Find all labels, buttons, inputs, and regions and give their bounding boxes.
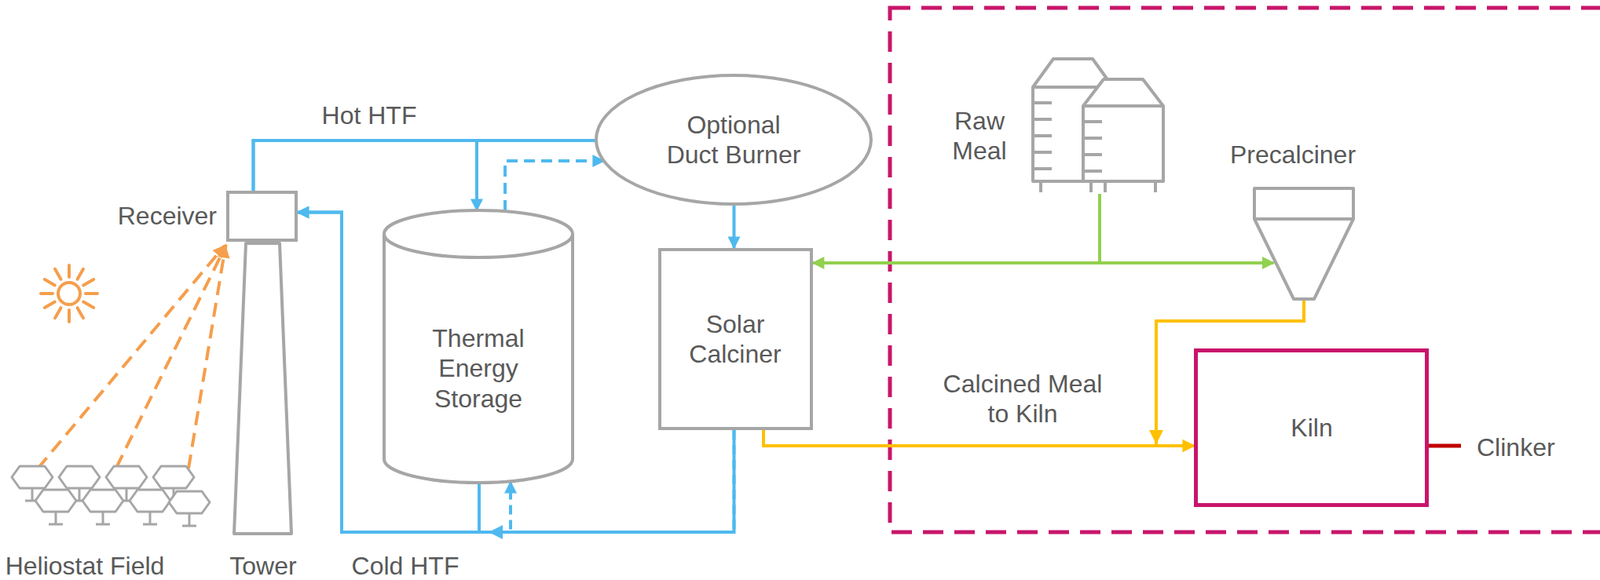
node-label: Optional Duct Burner: [659, 109, 809, 171]
kiln-box: Kiln: [1193, 348, 1429, 508]
flow-connector: [1099, 194, 1274, 264]
raw-meal-silos-outline: [1032, 55, 1164, 195]
node-label: Tower: [229, 551, 297, 580]
flow-connector: [732, 204, 736, 249]
tower-shape: Tower: [232, 241, 293, 536]
heliostat: [82, 490, 124, 525]
storage-tank: Thermal Energy Storage: [382, 208, 575, 485]
heliostat-mirror: [35, 490, 77, 513]
flow-label: Hot HTF: [322, 100, 418, 131]
node-label: Precalciner: [1230, 139, 1356, 170]
sun-ray: [77, 269, 85, 280]
arrowhead: [1149, 430, 1164, 445]
sun-ray: [67, 265, 71, 278]
silo-ring: [1083, 136, 1103, 140]
kiln-box: [1196, 351, 1428, 506]
flow-connector: [253, 140, 597, 191]
silo-ring: [1083, 153, 1103, 157]
flow-label: Cold HTF: [351, 551, 460, 580]
silo-ring: [1083, 120, 1103, 124]
heliostat-stand: [182, 513, 197, 527]
node-label: Heliostat Field: [5, 551, 165, 580]
silo-ring: [1032, 134, 1052, 138]
flow-connector: [116, 245, 227, 469]
silo-legs: [1091, 181, 1156, 193]
node-label: Solar Calciner: [672, 309, 799, 370]
sun-ray: [83, 279, 94, 286]
sun-ray: [44, 302, 55, 309]
node-label: Raw Meal: [944, 106, 1015, 167]
silo-ring: [1083, 169, 1103, 173]
sun-ray: [54, 269, 62, 280]
raw-meal-silos: Raw Meal: [1032, 55, 1164, 195]
heliostat: [35, 490, 77, 525]
silo-ring: [1032, 167, 1052, 171]
heliostat-stand: [48, 512, 63, 525]
sun-ray: [83, 302, 94, 309]
calciner-box: Solar Calciner: [658, 248, 813, 431]
flow-connector: [505, 161, 605, 212]
silo-ring: [1032, 117, 1052, 121]
flow-label: Clinker: [1476, 432, 1556, 463]
heliostat-mirror: [58, 466, 100, 489]
precalciner-cyclone: [1254, 188, 1354, 300]
node-label: Receiver: [117, 201, 217, 231]
heliostat-field-outline: [10, 461, 211, 537]
heliostat-mirror: [11, 466, 53, 489]
sun-ray: [77, 307, 85, 319]
silo-ring: [1032, 101, 1052, 105]
receiver-box: [227, 192, 297, 241]
flow-connector: [812, 194, 1100, 264]
burner-ellipse-outline: [594, 73, 873, 206]
tower-shape-outline: [232, 241, 293, 536]
sun-ray: [85, 292, 98, 296]
heliostat-stand: [142, 512, 158, 525]
heliostat: [129, 490, 171, 525]
calciner-box-outline: [658, 248, 813, 431]
burner-ellipse: [596, 75, 872, 205]
heliostat-mirror: [106, 466, 147, 489]
silo-body: [1083, 79, 1164, 182]
flow-connector: [763, 430, 1194, 447]
precalciner-cyclone-outline: [1252, 186, 1355, 301]
sun-icon: [40, 265, 98, 323]
receiver-box-outline: [226, 190, 298, 242]
calciner-box: [659, 249, 812, 429]
sun-ray: [54, 307, 62, 319]
tower-shape: [234, 243, 292, 535]
heliostat-field: Heliostat Field: [10, 461, 211, 537]
sun-ray: [44, 279, 55, 286]
burner-ellipse: Optional Duct Burner: [594, 73, 873, 206]
storage-tank: [384, 234, 573, 484]
sun-ray: [67, 310, 71, 323]
sun-disc: [58, 282, 81, 305]
node-label: Thermal Energy Storage: [407, 323, 550, 414]
tank-lid: [384, 210, 573, 258]
arrowhead: [488, 525, 503, 540]
node-label: Kiln: [1290, 413, 1333, 444]
silo: [1083, 79, 1164, 193]
sun-ray: [188, 246, 226, 469]
silo-legs: [1040, 181, 1106, 193]
edge-label: Calcined Meal to Kiln: [936, 369, 1110, 430]
heliostat-mirror: [153, 466, 195, 489]
silo-ring: [1032, 150, 1052, 154]
heliostat-mirror: [168, 491, 210, 514]
precalciner-cyclone: Precalciner: [1252, 186, 1355, 301]
heliostat-stand: [95, 512, 110, 525]
clinker-outlet: [1428, 444, 1461, 449]
heliostat: [168, 491, 210, 527]
sun-ray: [40, 292, 53, 296]
heliostat-mirror: [82, 490, 124, 513]
receiver-box: Receiver: [226, 190, 298, 242]
plant-boundary: [889, 7, 1600, 533]
heliostat-mirror: [129, 490, 171, 513]
